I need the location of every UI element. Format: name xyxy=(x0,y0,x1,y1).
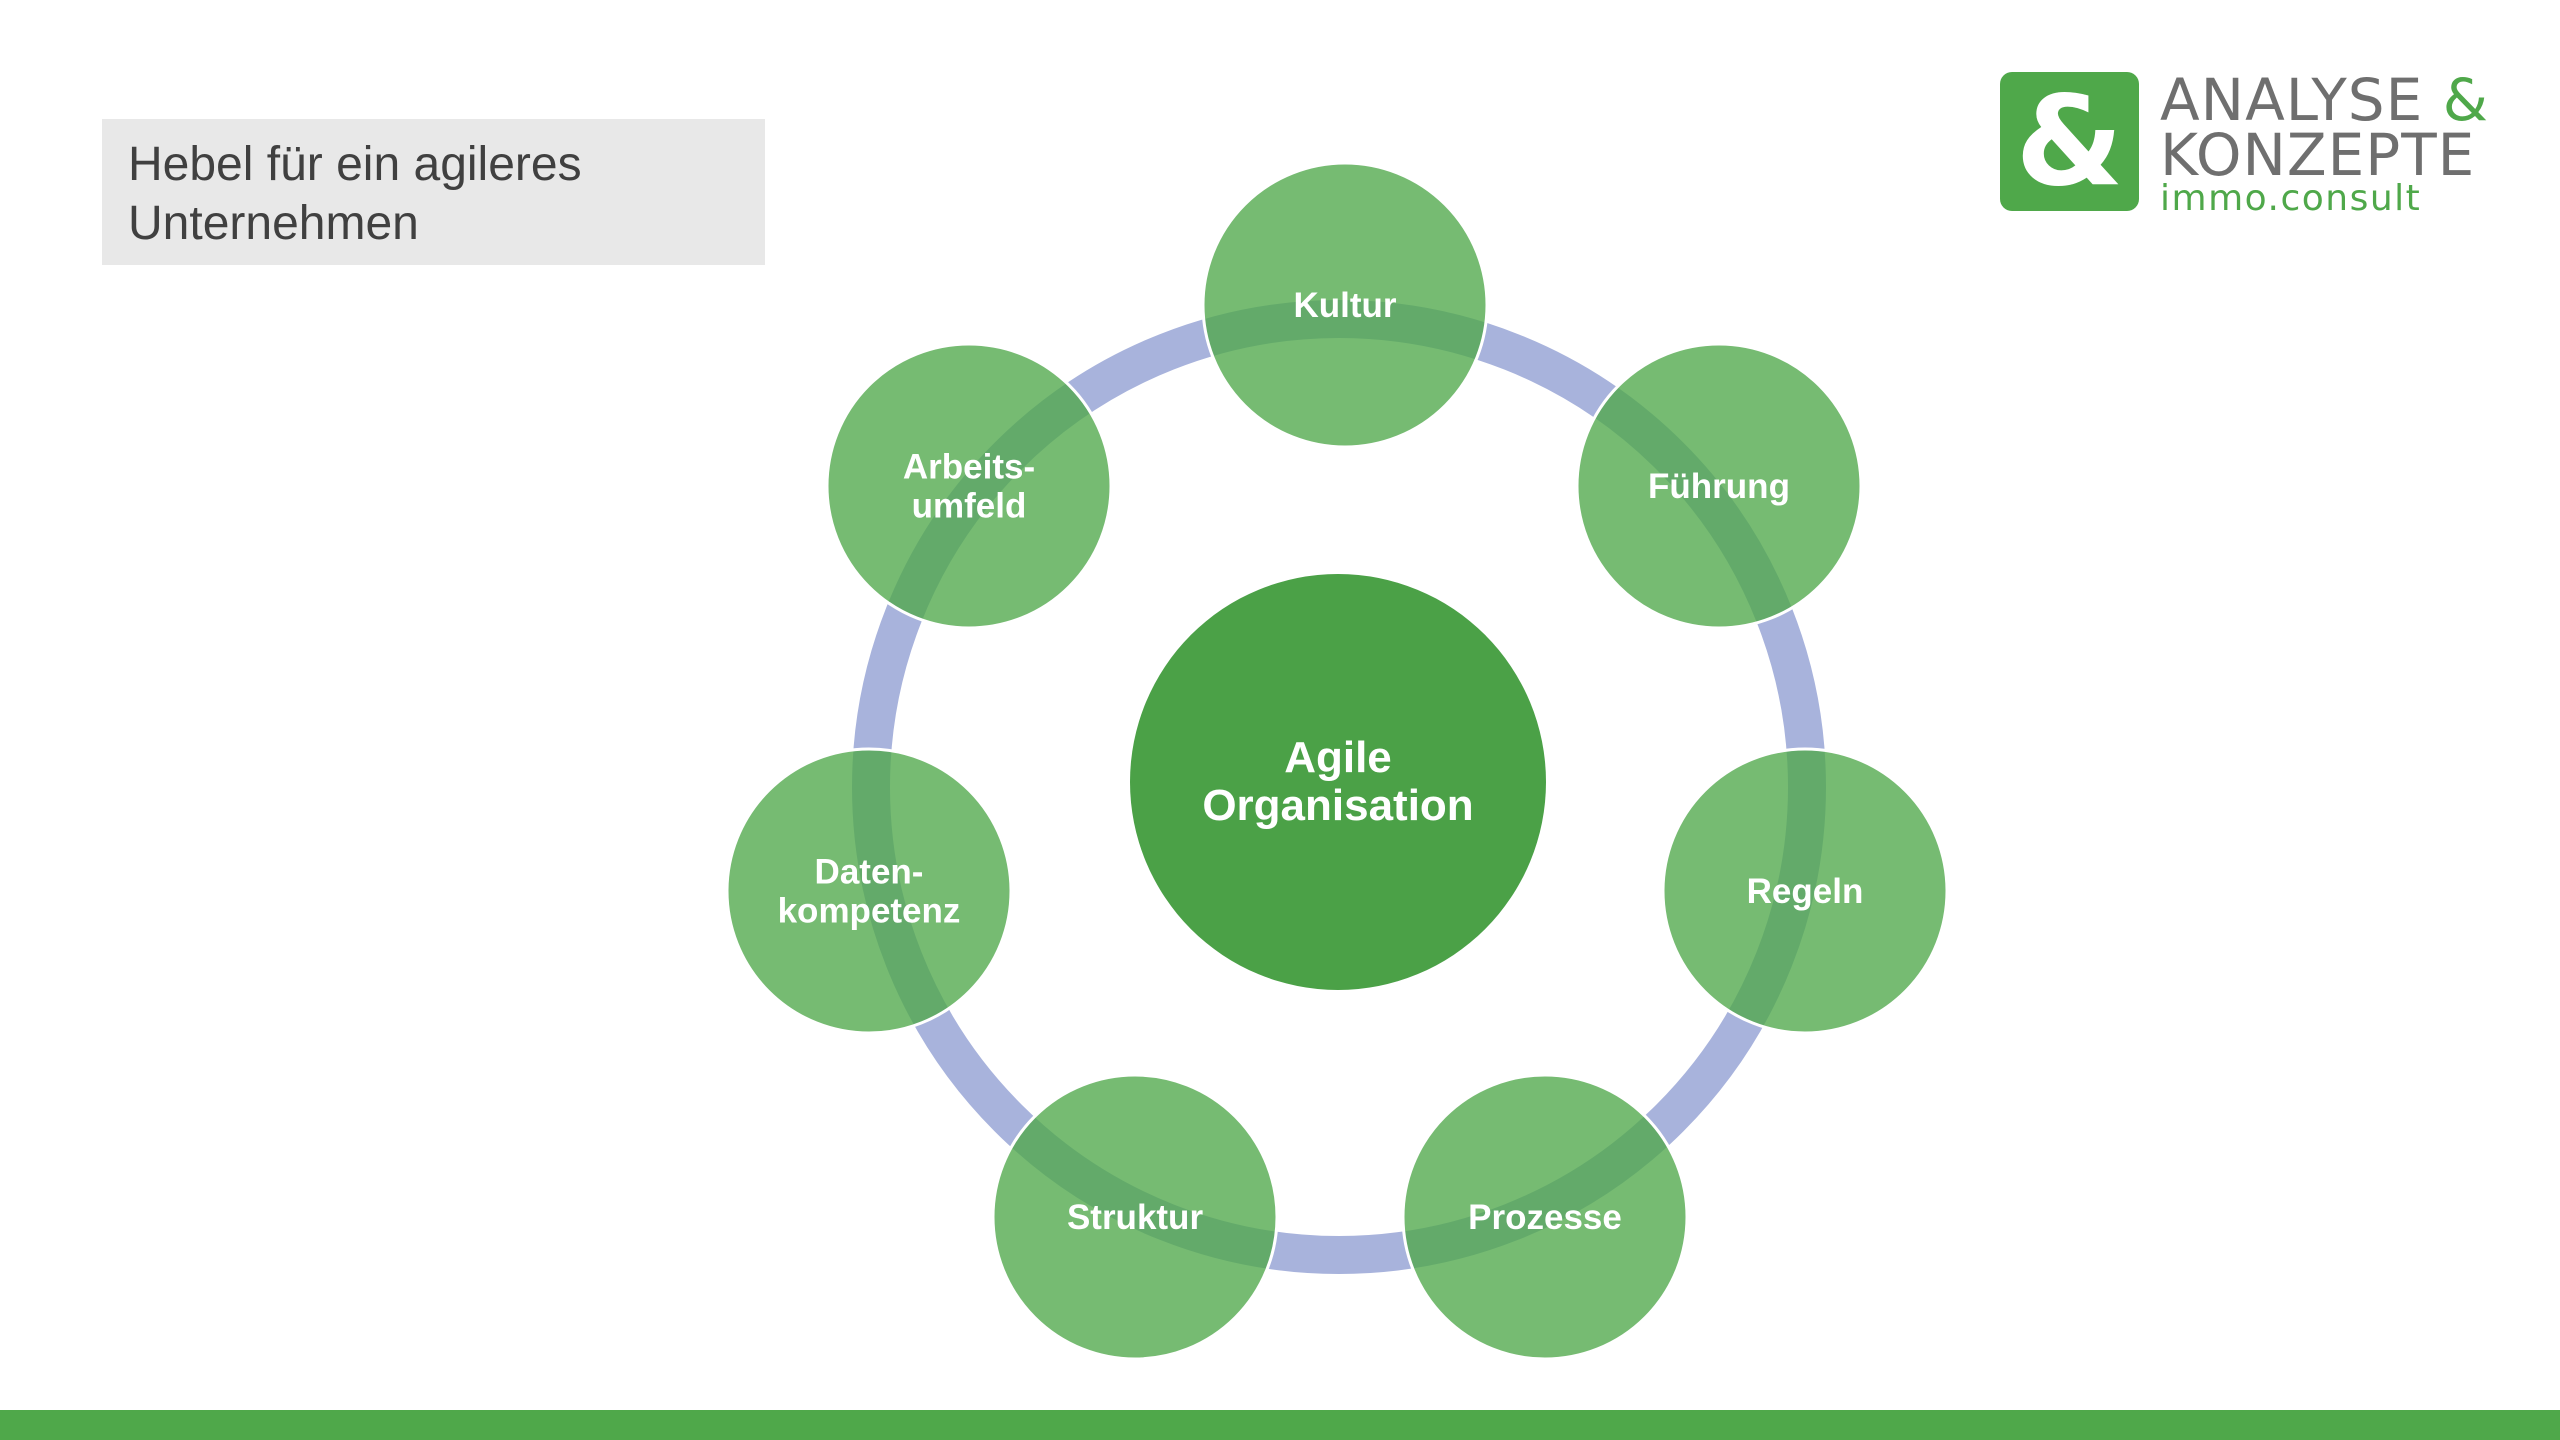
node-datenkompetenz: Daten-kompetenz xyxy=(725,747,1013,1035)
center-node: Agile Organisation xyxy=(1130,574,1546,990)
node-kultur: Kultur xyxy=(1201,161,1489,449)
node-label-datenkompetenz-2: kompetenz xyxy=(778,892,961,931)
node-fuehrung: Führung xyxy=(1575,342,1863,630)
node-arbeitsumfeld: Arbeits-umfeld xyxy=(825,342,1113,630)
logo-word-analyse: ANALYSE xyxy=(2160,66,2424,134)
node-circle-fuehrung xyxy=(1575,342,1863,630)
slide-title: Hebel für ein agileres Unternehmen xyxy=(102,119,765,265)
node-prozesse: Prozesse xyxy=(1401,1073,1689,1361)
node-circle-regeln xyxy=(1661,747,1949,1035)
logo-text-immo-consult: immo.consult xyxy=(2160,178,2422,219)
node-label-arbeitsumfeld-1: Arbeits- xyxy=(903,448,1035,487)
node-circle-datenkompetenz xyxy=(725,747,1013,1035)
node-label-prozesse: Prozesse xyxy=(1468,1198,1622,1237)
title-line-1: Hebel für ein agileres xyxy=(128,138,582,191)
logo-ampersand-glyph: & xyxy=(2015,69,2124,214)
node-struktur: Struktur xyxy=(991,1073,1279,1361)
node-label-fuehrung: Führung xyxy=(1648,467,1790,506)
node-label-kultur: Kultur xyxy=(1293,286,1396,325)
logo-text-konzepte: KONZEPTE xyxy=(2160,121,2476,189)
node-circle-kultur xyxy=(1201,161,1489,449)
node-circle-arbeitsumfeld xyxy=(825,342,1113,630)
title-line-2: Unternehmen xyxy=(128,197,419,250)
center-circle xyxy=(1130,574,1546,990)
node-label-arbeitsumfeld-2: umfeld xyxy=(912,487,1027,526)
node-circle-prozesse xyxy=(1401,1073,1689,1361)
ampersand-logo-icon xyxy=(2000,72,2139,211)
logo-text-analyse: ANALYSE & xyxy=(2160,66,2489,134)
node-regeln: Regeln xyxy=(1661,747,1949,1035)
logo-word-ampersand: & xyxy=(2442,66,2489,134)
node-circle-struktur xyxy=(991,1073,1279,1361)
company-logo: & ANALYSE & KONZEPTE immo.consult xyxy=(2000,66,2488,219)
center-label-line-2: Organisation xyxy=(1202,781,1473,830)
node-label-datenkompetenz-1: Daten- xyxy=(815,853,924,892)
center-label-line-1: Agile xyxy=(1284,733,1392,782)
node-label-regeln: Regeln xyxy=(1747,872,1864,911)
footer-bar xyxy=(0,1410,2560,1440)
node-label-struktur: Struktur xyxy=(1067,1198,1204,1237)
